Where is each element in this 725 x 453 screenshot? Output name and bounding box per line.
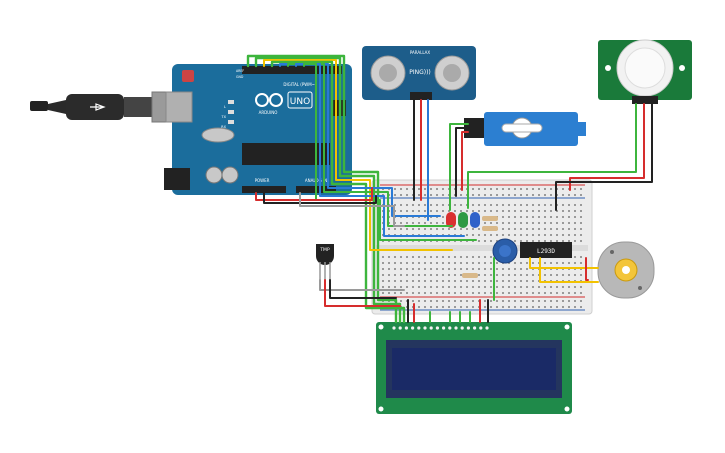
wire-green-pir bbox=[467, 103, 637, 209]
resistor-2 bbox=[482, 226, 498, 231]
wire-black-gnd bbox=[263, 192, 377, 204]
lcd-pin bbox=[392, 326, 396, 330]
wire-green-d13 bbox=[246, 54, 398, 324]
wire-blue-d9 bbox=[279, 63, 441, 217]
wire-red-5v bbox=[255, 187, 373, 201]
wire-green-servo bbox=[449, 123, 469, 211]
wire-yellow-d11 bbox=[263, 59, 453, 251]
tmp-label: TMP bbox=[319, 247, 330, 253]
l293d-label: L293D bbox=[537, 248, 555, 255]
wire-blue-d7 bbox=[295, 63, 465, 237]
wires bbox=[246, 54, 653, 324]
temperature-sensor: TMP bbox=[316, 244, 334, 280]
led-red bbox=[446, 212, 456, 228]
lcd-pin bbox=[466, 326, 470, 330]
lcd-pin bbox=[448, 326, 452, 330]
lcd-pin bbox=[473, 326, 477, 330]
resistor-3 bbox=[462, 273, 478, 278]
lcd-pin bbox=[417, 326, 421, 330]
wire-green-d8 bbox=[287, 63, 453, 227]
wire-red-servo bbox=[461, 131, 469, 191]
wire-gray-a0 bbox=[299, 192, 405, 227]
wire-red-motor-power bbox=[585, 257, 589, 281]
wire-red-pir bbox=[569, 103, 645, 191]
lcd-pin bbox=[404, 326, 408, 330]
l-led-label: L bbox=[224, 105, 226, 109]
servo-motor bbox=[464, 112, 586, 146]
lcd-pin bbox=[411, 326, 415, 330]
lcd-pin bbox=[423, 326, 427, 330]
lcd-pin bbox=[398, 326, 402, 330]
lcd-pin bbox=[442, 326, 446, 330]
lcd-pin-header bbox=[392, 326, 489, 330]
tx-led-label: TX bbox=[220, 115, 226, 119]
lcd-pin bbox=[460, 326, 464, 330]
digital-header bbox=[242, 66, 342, 74]
atmega-chip bbox=[242, 143, 330, 165]
wire-black-pir bbox=[555, 103, 653, 211]
lcd-pin bbox=[479, 326, 483, 330]
lcd-16x2-display bbox=[376, 322, 572, 414]
pir-motion-sensor bbox=[598, 39, 692, 104]
aref-label: AREF bbox=[236, 69, 244, 73]
rx-led-label: RX bbox=[221, 125, 226, 129]
lcd-pin bbox=[454, 326, 458, 330]
digital-header-label: DIGITAL (PWM~) bbox=[283, 82, 317, 87]
wire-yellow-motor-2 bbox=[539, 257, 599, 283]
lcd-pin bbox=[435, 326, 439, 330]
servo-connector bbox=[464, 118, 484, 138]
arduino-brand-label: ARDUINO bbox=[259, 110, 278, 115]
resistor-1 bbox=[482, 216, 498, 221]
arduino-model-label: UNO bbox=[290, 97, 310, 107]
power-header-label: POWER bbox=[255, 178, 270, 183]
ping-label: PING))) bbox=[409, 69, 431, 76]
potentiometer bbox=[492, 238, 518, 264]
wire-green-d10 bbox=[270, 60, 406, 324]
wire-black-servo bbox=[455, 127, 469, 197]
gnd-label: GND bbox=[236, 75, 244, 79]
dc-motor bbox=[597, 241, 655, 299]
wire-red-tmp bbox=[324, 279, 401, 307]
ping-ultrasonic-sensor: PING))) PARALLAX bbox=[362, 46, 476, 100]
wire-green-d12 bbox=[254, 56, 402, 324]
led-blue bbox=[470, 212, 480, 228]
lcd-pin bbox=[485, 326, 489, 330]
lcd-pin bbox=[429, 326, 433, 330]
l293d-chip: L293D bbox=[520, 242, 572, 258]
led-green bbox=[458, 212, 468, 228]
wire-gray-tmp bbox=[319, 279, 405, 291]
wire-yellow-motor-1 bbox=[529, 257, 599, 269]
ping-brand-label: PARALLAX bbox=[410, 50, 431, 55]
wire-black-tmp bbox=[329, 279, 397, 299]
